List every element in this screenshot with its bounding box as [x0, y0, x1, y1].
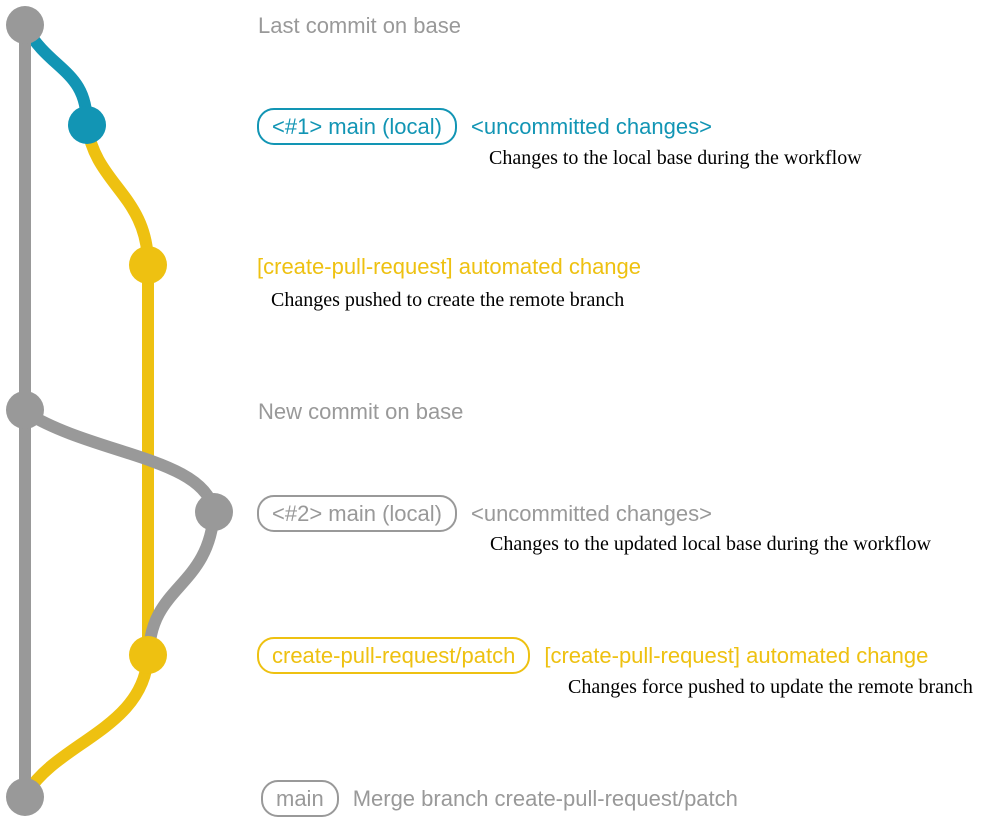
branch-badge-main-label: main [276, 785, 324, 811]
note-pushed-create-branch: Changes pushed to create the remote bran… [271, 289, 625, 311]
new-commit-caption: New commit on base [258, 399, 464, 424]
merge-caption: Merge branch create-pull-request/patch [352, 785, 738, 811]
automated-change-heading-2: [create-pull-request] automated change [544, 642, 929, 668]
row-automated-change-2: create-pull-request/patch [create-pull-r… [257, 637, 928, 674]
row-main-local-1: <#1> main (local) <uncommitted changes> [257, 108, 712, 145]
row-merge: main Merge branch create-pull-request/pa… [261, 780, 738, 817]
commit-dot-main-local-2 [195, 493, 233, 531]
commit-dot-automated-change-2 [129, 636, 167, 674]
branch-path-local-changes-2-out [21, 407, 220, 518]
row-new-commit: New commit on base [258, 399, 463, 425]
branch-badge-patch-label: create-pull-request/patch [272, 642, 516, 668]
commit-dot-merge-commit [6, 778, 44, 816]
branch-badge-main-local-1: <#1> main (local) [257, 108, 457, 145]
note-local-base-changes: Changes to the local base during the wor… [489, 147, 862, 169]
branch-badge-main: main [261, 780, 339, 817]
commit-dot-automated-change-1 [129, 246, 167, 284]
branch-path-local-changes-2-in [143, 506, 220, 659]
branch-badge-main-local-2-label: <#2> main (local) [272, 500, 442, 526]
commit-dot-main-local-1 [68, 106, 106, 144]
uncommitted-changes-heading-2: <uncommitted changes> [470, 500, 712, 526]
note-updated-local-base-changes: Changes to the updated local base during… [490, 533, 931, 555]
automated-change-heading-1: [create-pull-request] automated change [257, 254, 642, 279]
last-commit-caption: Last commit on base [258, 13, 461, 38]
row-automated-change-1: [create-pull-request] automated change [257, 254, 641, 280]
uncommitted-changes-heading-1: <uncommitted changes> [470, 113, 712, 139]
commit-dots [6, 6, 233, 816]
branch-badge-patch: create-pull-request/patch [257, 637, 531, 674]
branch-badge-main-local-2: <#2> main (local) [257, 495, 457, 532]
note-force-pushed-update-branch: Changes force pushed to update the remot… [568, 676, 973, 698]
row-last-commit: Last commit on base [258, 13, 461, 39]
commit-dot-last-commit-on-base [6, 6, 44, 44]
branch-badge-main-local-1-label: <#1> main (local) [272, 113, 442, 139]
row-main-local-2: <#2> main (local) <uncommitted changes> [257, 495, 712, 532]
commit-dot-new-commit-on-base [6, 391, 44, 429]
